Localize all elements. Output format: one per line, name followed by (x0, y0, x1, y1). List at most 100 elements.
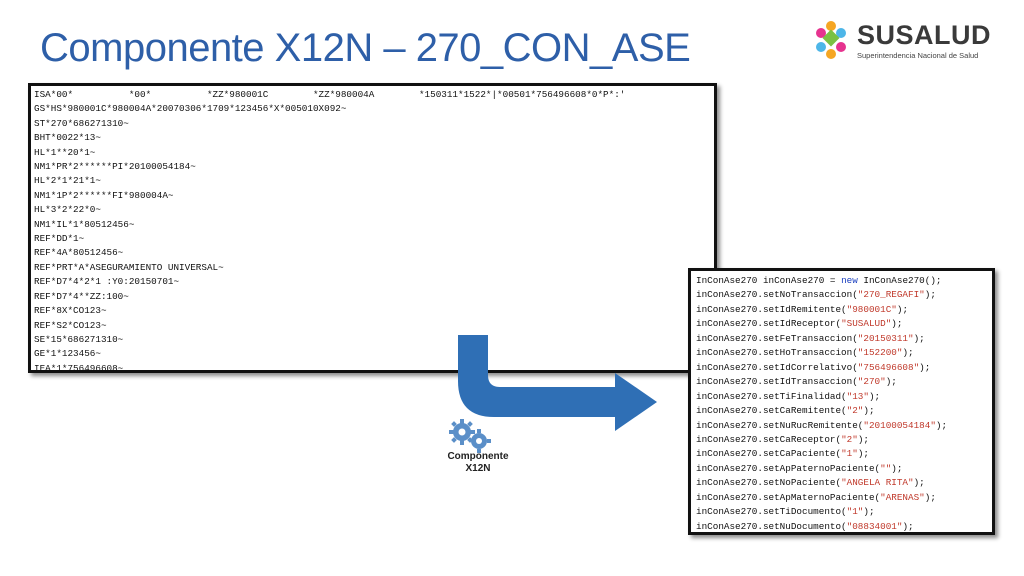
code-text: ); (891, 462, 903, 474)
code-string-literal: "1" (846, 506, 864, 518)
code-text: inConAse270.setIdTransaccion( (696, 376, 858, 388)
edi-line: GE*1*123456~ (34, 348, 101, 360)
code-text: inConAse270.setCaReceptor( (696, 433, 842, 445)
code-text: inConAse270.setCaPaciente( (696, 448, 842, 460)
edi-line: ST*270*686271310~ (34, 117, 129, 129)
code-line: inConAse270.setNoPaciente("ANGELA RITA")… (696, 476, 987, 490)
code-text: ); (913, 477, 925, 489)
code-string-literal: "756496608" (857, 361, 920, 373)
code-text: inConAse270.setCaRemitente( (696, 405, 847, 417)
code-text: inConAse270.setIdCorrelativo( (696, 361, 858, 373)
code-text: inConAse270.setIdRemitente( (696, 303, 847, 315)
edi-line: GS*HS*980001C*980004A*20070306*1709*1234… (34, 103, 347, 115)
edi-line: HL*1**20*1~ (34, 146, 96, 158)
code-string-literal: "152200" (857, 347, 903, 359)
code-text: ); (868, 390, 881, 402)
edi-line: ISA*00* *00* *ZZ*980001C *ZZ*980004A *15… (34, 89, 626, 100)
code-string-literal: "270" (857, 376, 886, 388)
code-line: inConAse270.setCaRemitente("2"); (696, 404, 987, 418)
logo-name: SUSALUD (857, 20, 992, 50)
code-string-literal: "ARENAS" (880, 491, 925, 503)
code-text: inConAse270.setNoTransaccion( (696, 289, 858, 301)
gears-icon (449, 419, 491, 453)
code-text: inConAse270.setApPaternoPaciente( (696, 462, 881, 474)
code-text: ); (902, 347, 914, 359)
susalud-logo: SUSALUD Superintendencia Nacional de Sal… (813, 20, 1008, 66)
edi-line: NM1*1P*2******FI*980004A~ (34, 189, 174, 201)
code-string-literal: "1" (841, 448, 858, 460)
code-string-literal: "08834001" (846, 520, 903, 532)
code-text: inConAse270.setIdReceptor( (696, 318, 842, 330)
code-line: InConAse270 inConAse270 = new InConAse27… (696, 274, 987, 288)
code-line: inConAse270.setFeTransaccion("20150311")… (696, 332, 987, 346)
edi-line: REF*S2*CO123~ (34, 319, 107, 331)
component-label-line2: X12N (465, 463, 491, 474)
edi-line: IEA*1*756496608~ (34, 362, 124, 374)
code-string-literal: "ANGELA RITA" (841, 477, 914, 489)
code-text: inConAse270.setApMaternoPaciente( (696, 491, 881, 503)
code-line: inConAse270.setTiDocumento("1"); (696, 505, 987, 519)
code-text: ); (935, 419, 948, 431)
code-string-literal: "980001C" (846, 303, 897, 315)
code-text: inConAse270.setTiFinalidad( (696, 390, 847, 402)
edi-line: HL*3*2*22*0~ (34, 204, 101, 216)
edi-line: BHT*0022*13~ (34, 132, 101, 144)
edi-line: REF*DD*1~ (34, 233, 85, 245)
code-text: ); (863, 506, 875, 518)
edi-message-panel: ISA*00* *00* *ZZ*980001C *ZZ*980004A *15… (28, 83, 717, 374)
code-keyword: new (841, 275, 858, 286)
code-text: ); (924, 289, 936, 301)
code-text: ); (891, 318, 903, 330)
edi-line: REF*4A*80512456~ (34, 247, 124, 259)
code-text: ); (913, 332, 925, 344)
code-text: inConAse270.setNuRucRemitente( (696, 419, 864, 431)
edi-line: SE*15*686271310~ (34, 333, 124, 345)
code-text: InConAse270(); (857, 275, 942, 286)
code-text: inConAse270.setFeTransaccion( (696, 332, 858, 344)
edi-line: NM1*PR*2******PI*20100054184~ (34, 161, 196, 173)
code-string-literal: "20150311" (857, 332, 914, 344)
code-text: InConAse270 inConAse270 = (696, 275, 842, 286)
edi-line: REF*D7*4*2*1 :Y0:20150701~ (34, 276, 180, 288)
code-string-literal: "" (880, 462, 892, 474)
code-string-literal: "13" (846, 390, 869, 402)
bent-arrow-icon (458, 335, 657, 431)
code-line: inConAse270.setApMaternoPaciente("ARENAS… (696, 491, 987, 505)
component-label: Componente X12N (433, 451, 523, 475)
logo-subtitle: Superintendencia Nacional de Salud (857, 51, 979, 60)
code-line: inConAse270.setIdRemitente("980001C"); (696, 303, 987, 317)
code-line: inConAse270.setHoTransaccion("152200"); (696, 346, 987, 360)
code-line: inConAse270.setNuRucRemitente("201000541… (696, 419, 987, 433)
code-text: ); (896, 303, 909, 315)
edi-line: REF*8X*CO123~ (34, 305, 107, 317)
code-text: ); (924, 491, 936, 503)
code-string-literal: "2" (846, 405, 864, 417)
code-line: inConAse270.setIdReceptor("SUSALUD"); (696, 317, 987, 331)
java-code-panel: InConAse270 inConAse270 = new InConAse27… (688, 268, 995, 535)
code-text: ); (885, 376, 897, 388)
code-text: ); (857, 448, 869, 460)
code-text: inConAse270.setNuDocumento( (696, 520, 847, 532)
code-line: inConAse270.setCaPaciente("1"); (696, 447, 987, 461)
code-string-literal: "20100054184" (863, 419, 936, 431)
code-line: inConAse270.setCaReceptor("2"); (696, 433, 987, 447)
component-label-line1: Componente (447, 451, 509, 462)
code-string-literal: "SUSALUD" (841, 318, 892, 330)
edi-line: REF*PRT*A*ASEGURAMIENTO UNIVERSAL~ (34, 261, 224, 273)
code-text: inConAse270.setNoPaciente( (696, 477, 842, 489)
code-text: ); (863, 405, 875, 417)
code-line: inConAse270.setApPaternoPaciente(""); (696, 462, 987, 476)
code-string-literal: "2" (841, 433, 858, 445)
edi-line: REF*D7*4**ZZ:100~ (34, 290, 129, 302)
code-text: inConAse270.setHoTransaccion( (696, 347, 858, 359)
code-text: ); (902, 520, 914, 532)
code-text: ); (919, 361, 931, 373)
edi-line: NM1*IL*1*80512456~ (34, 218, 135, 230)
slide-title: Componente X12N – 270_CON_ASE (40, 26, 691, 70)
code-line: inConAse270.setNoTransaccion("270_REGAFI… (696, 288, 987, 302)
code-line: inConAse270.setTiFinalidad("13"); (696, 390, 987, 404)
code-line: inConAse270.setIdCorrelativo("756496608"… (696, 361, 987, 375)
code-string-literal: "270_REGAFI" (857, 289, 925, 301)
code-text: ); (857, 433, 869, 445)
code-text: inConAse270.setTiDocumento( (696, 506, 847, 518)
